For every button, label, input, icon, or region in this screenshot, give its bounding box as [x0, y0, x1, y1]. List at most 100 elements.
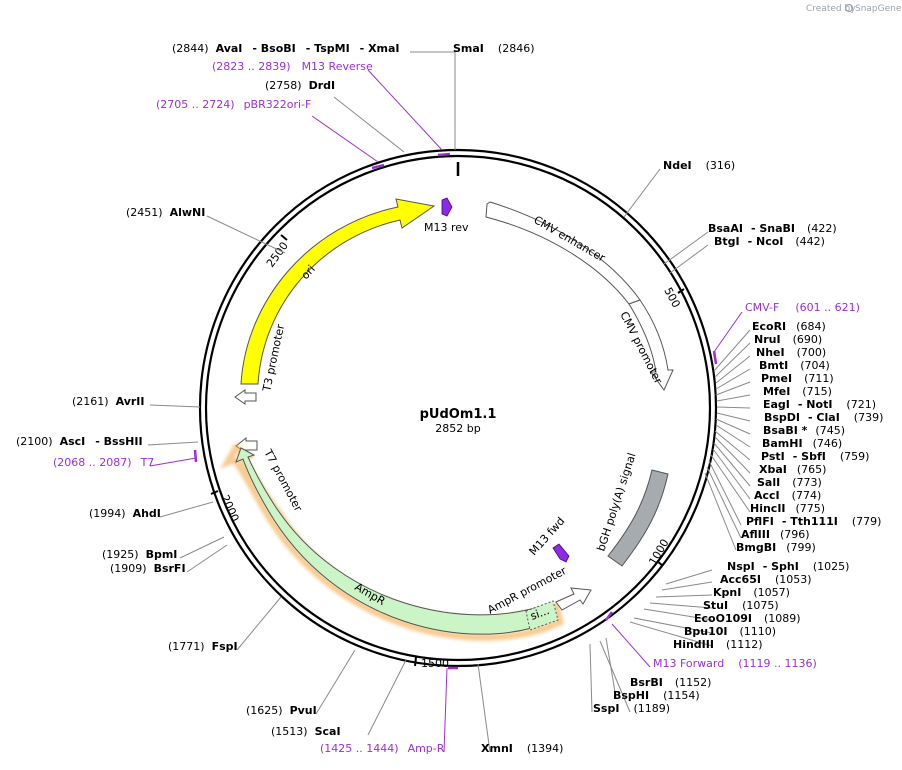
site-label-part: - XmaI [360, 42, 400, 55]
site-label-part: (1513) [271, 725, 308, 738]
site-label-part: (796) [780, 528, 810, 541]
site-label-s11: EcoRI(684) [752, 320, 826, 333]
feature-cmv-enhancer: CMV enhancer [485, 201, 641, 305]
site-label-s43: StuI(1075) [703, 599, 779, 612]
primer-m13-reverse-mark [437, 152, 451, 157]
site-label-s39: XmnI(1394) [481, 742, 563, 755]
site-label-part: (721) [846, 398, 876, 411]
site-label-s33: (1925)BpmI [102, 548, 177, 561]
site-label-part: AhdI [133, 507, 161, 520]
site-label-part: EcoO109I [694, 612, 752, 625]
site-label-part: (1089) [764, 612, 801, 625]
credit-prefix: Created by [806, 4, 856, 14]
site-label-part: EcoRI [752, 320, 786, 333]
site-label-s29: (2161) AvrII [72, 395, 144, 408]
site-label-s50: SspI (1189) [593, 702, 670, 715]
site-label-part: AccI [754, 489, 780, 502]
site-label-part: (745) [815, 424, 845, 437]
site-label-part: - ClaI [808, 411, 840, 424]
leader-fan-right [629, 329, 751, 647]
site-label-part: BsrBI [630, 676, 663, 689]
feature-m13-fwd: M13 fwd [527, 515, 570, 563]
site-label-s18: BspDI- ClaI(739) [764, 411, 883, 424]
site-label-part: PmeI [761, 372, 792, 385]
site-label-s35: (1771)FspI [168, 640, 238, 653]
site-label-part: NdeI [663, 159, 692, 172]
site-label-part: AlwNI [170, 206, 206, 219]
site-label-part: BspHI [613, 689, 649, 702]
site-label-s31: (2068 .. 2087)T7 [53, 456, 154, 469]
site-label-part: Acc65I [720, 573, 761, 586]
site-label-s27: AflIII(796) [741, 528, 810, 541]
site-label-part: DrdI [309, 79, 336, 92]
site-label-part: AvrII [116, 395, 145, 408]
site-label-s36: (1625)PvuI [246, 704, 317, 717]
svg-text:CMV enhancer: CMV enhancer [532, 213, 608, 264]
site-label-part: (1625) [246, 704, 283, 717]
site-label-part: ScaI [315, 725, 341, 738]
site-label-s28: BmgBI(799) [736, 541, 816, 554]
snapgene-logo-icon [844, 3, 854, 13]
site-label-s21: PstI- SbfI(759) [761, 450, 869, 463]
site-label-part: Bpu10I [684, 625, 728, 638]
site-label-s05: (2705 .. 2724) pBR322ori-F [156, 98, 311, 111]
feature-cmv-promoter: CMV promoter [617, 299, 674, 391]
site-label-part: (1925) [102, 548, 139, 561]
site-label-s02: SmaI (2846) [453, 42, 534, 55]
site-label-part: (1909) [110, 562, 147, 575]
site-label-part: (1425 .. 1444) [320, 742, 399, 755]
site-label-part: (1110) [740, 625, 777, 638]
site-label-part: BmtI [759, 359, 788, 372]
site-label-s04: (2758)DrdI [265, 79, 335, 92]
site-label-part: BsrFI [154, 562, 186, 575]
site-label-part: (775) [796, 502, 826, 515]
site-label-s24: AccI(774) [754, 489, 821, 502]
site-label-part: (1075) [742, 599, 779, 612]
site-label-s16: MfeI(715) [763, 385, 832, 398]
site-label-part: (690) [793, 333, 823, 346]
site-label-part: MfeI [763, 385, 790, 398]
site-label-part: (2161) [72, 395, 109, 408]
primer-t7-mark [193, 449, 198, 463]
feature-m13-rev: M13 rev [424, 197, 469, 234]
site-label-s23: SalI(773) [757, 476, 822, 489]
svg-text:1000: 1000 [646, 537, 671, 568]
site-label-part: EagI [763, 398, 790, 411]
site-label-part: SspI [593, 702, 619, 715]
site-label-part: SmaI [453, 42, 484, 55]
site-label-s47: M13 Forward(1119 .. 1136) [653, 657, 817, 670]
site-label-s37: (1513) ScaI [271, 725, 341, 738]
site-label-s10: CMV-F(601 .. 621) [745, 301, 860, 314]
leader-lines [147, 51, 743, 753]
site-label-s44: EcoO109I (1089) [694, 612, 801, 625]
site-label-part: (759) [840, 450, 870, 463]
site-label-part: Amp-R [408, 742, 445, 755]
site-label-part: M13 Forward [653, 657, 724, 670]
site-label-part: HincII [750, 502, 786, 515]
site-label-part: AscI [60, 435, 86, 448]
site-label-part: NruI [754, 333, 781, 346]
site-label-part: BtgI [714, 235, 740, 248]
site-label-part: NspI [727, 560, 755, 573]
backbone-outer [198, 148, 718, 668]
site-label-part: (1057) [753, 586, 790, 599]
site-label-part: (1053) [775, 573, 812, 586]
site-label-s19: BsaBI *(745) [763, 424, 845, 437]
site-label-part: pBR322ori-F [244, 98, 312, 111]
site-label-part: (2100) [16, 435, 53, 448]
site-label-part: KpnI [713, 586, 741, 599]
feature-signal-peptide: si... [525, 600, 559, 631]
site-label-s03: (2823 .. 2839)M13 Reverse [212, 60, 373, 73]
plasmid-length: 2852 bp [435, 422, 480, 435]
site-label-part: BamHI [762, 437, 803, 450]
site-label-part: - SphI [763, 560, 799, 573]
site-label-s45: Bpu10I (1110) [684, 625, 776, 638]
site-label-part: XbaI [759, 463, 787, 476]
site-label-part: - NcoI [748, 235, 784, 248]
site-label-part: (2705 .. 2724) [156, 98, 235, 111]
site-label-part: AvaI [216, 42, 243, 55]
site-label-part: (2846) [498, 42, 535, 55]
site-label-s20: BamHI(746) [762, 437, 842, 450]
site-label-part: (1189) [633, 702, 670, 715]
